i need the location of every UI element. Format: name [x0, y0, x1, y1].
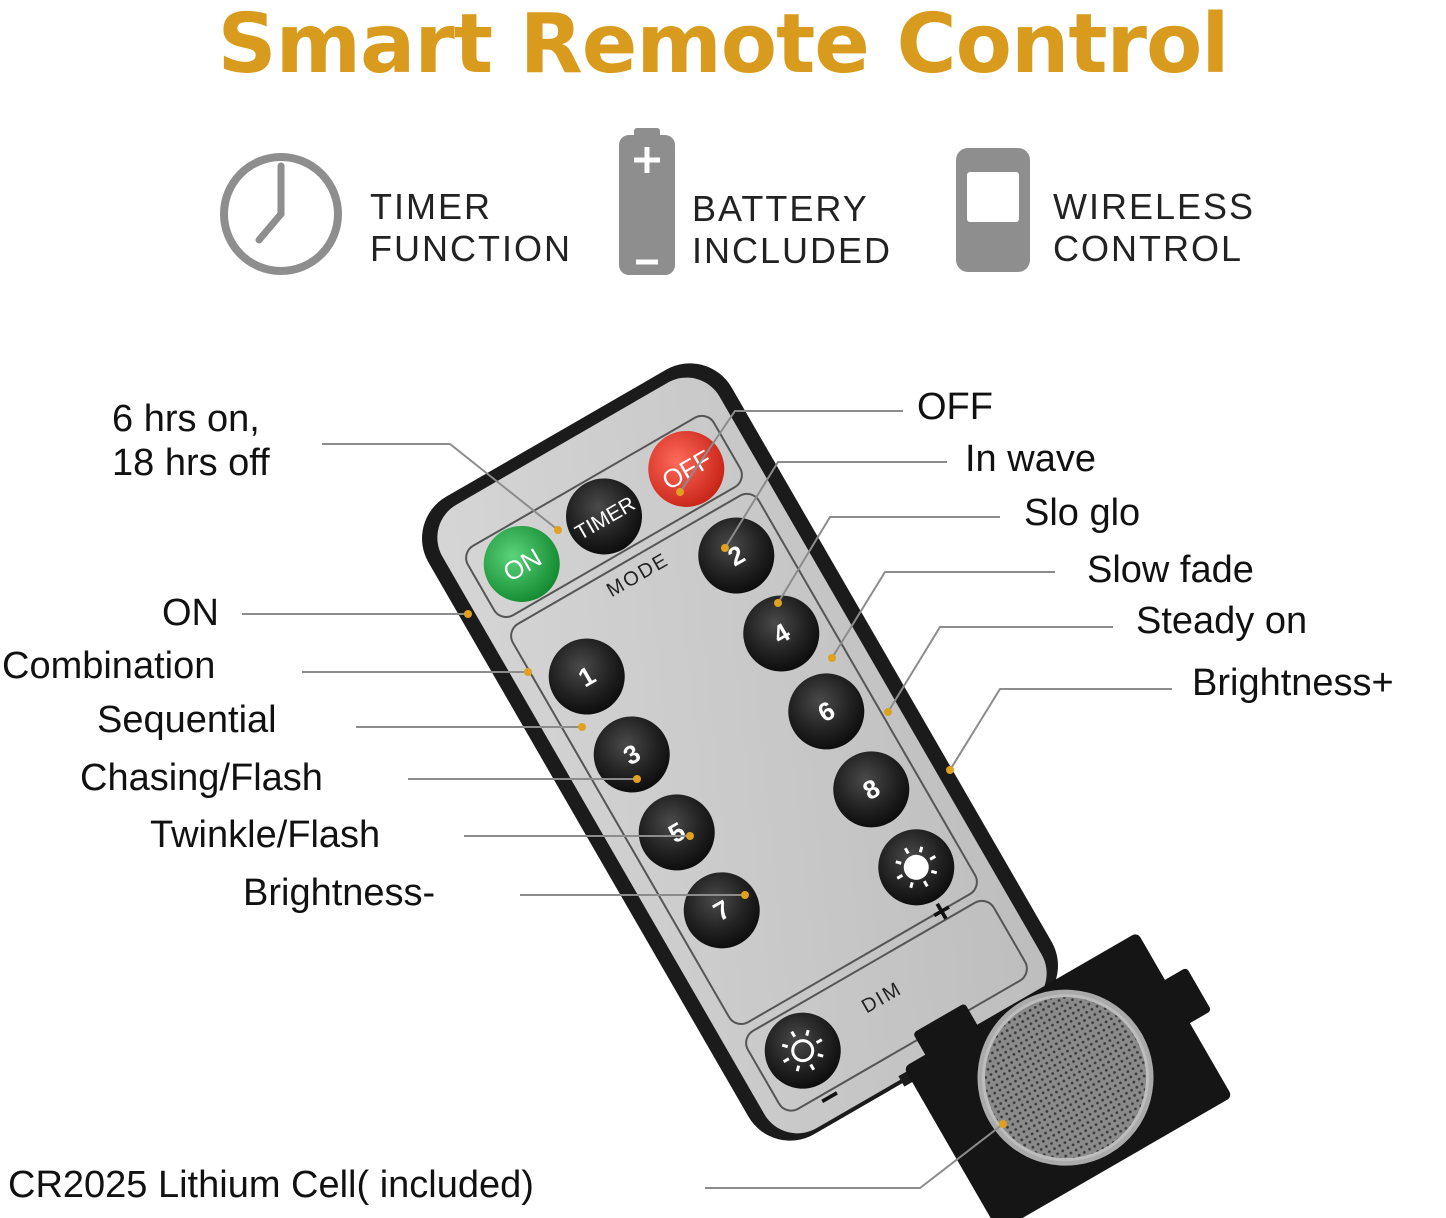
leader-dots — [464, 488, 1007, 1128]
sun-outline-icon — [781, 1029, 824, 1072]
feature-battery-line1: BATTERY — [692, 188, 869, 229]
label-on: ON — [162, 592, 219, 634]
label-slo-glo: Slo glo — [1024, 492, 1141, 534]
feature-timer: TIMER FUNCTION — [370, 186, 572, 270]
timer-button[interactable]: TIMER — [552, 465, 656, 569]
brightness-minus-button[interactable] — [751, 999, 855, 1103]
label-battery: CR2025 Lithium Cell( included) — [8, 1164, 534, 1206]
label-brightness-plus: Brightness+ — [1192, 662, 1394, 704]
clock-icon — [220, 153, 342, 275]
button-7[interactable]: 7 — [670, 858, 774, 962]
button-5[interactable]: 5 — [625, 781, 729, 885]
feature-wireless-line1: WIRELESS — [1053, 186, 1256, 227]
label-twinkle: Twinkle/Flash — [150, 814, 381, 856]
battery-tray — [905, 934, 1231, 1218]
button-6[interactable]: 6 — [774, 660, 878, 764]
label-in-wave: In wave — [965, 438, 1096, 480]
label-chasing: Chasing/Flash — [80, 757, 323, 799]
top-panel — [465, 414, 743, 618]
label-timer-line2: 18 hrs off — [112, 442, 270, 484]
dim-panel — [745, 899, 1028, 1112]
off-button[interactable]: OFF — [634, 417, 738, 521]
label-timer-line1: 6 hrs on, — [112, 398, 260, 440]
remote-control: ON TIMER OFF MODE 1 2 3 4 5 — [422, 363, 1058, 1141]
feature-timer-line1: TIMER — [370, 186, 492, 227]
label-steady-on: Steady on — [1136, 600, 1308, 642]
feature-battery: BATTERY INCLUDED — [692, 188, 892, 272]
label-brightness-minus: Brightness- — [243, 872, 436, 914]
label-off: OFF — [917, 386, 993, 428]
battery-icon — [619, 128, 675, 275]
coin-cell-battery — [977, 989, 1154, 1166]
label-slow-fade: Slow fade — [1087, 549, 1254, 591]
remote-icon — [956, 148, 1030, 272]
feature-timer-line2: FUNCTION — [370, 228, 572, 269]
feature-wireless: WIRELESS CONTROL — [1053, 186, 1255, 270]
feature-battery-line2: INCLUDED — [692, 230, 893, 271]
button-8[interactable]: 8 — [819, 737, 923, 841]
leader-lines — [242, 410, 1172, 1189]
page-title: Smart Remote Control — [217, 0, 1230, 92]
label-timer: 6 hrs on, 18 hrs off — [112, 397, 270, 485]
mode-panel — [510, 492, 978, 1025]
feature-wireless-line2: CONTROL — [1053, 228, 1244, 269]
on-button[interactable]: ON — [470, 512, 574, 616]
button-4[interactable]: 4 — [729, 582, 833, 686]
label-sequential: Sequential — [97, 699, 277, 741]
brightness-plus-button[interactable] — [864, 815, 968, 919]
button-3[interactable]: 3 — [580, 703, 684, 807]
label-combination: Combination — [2, 645, 216, 687]
button-1[interactable]: 1 — [535, 625, 639, 729]
sun-icon — [895, 846, 938, 889]
